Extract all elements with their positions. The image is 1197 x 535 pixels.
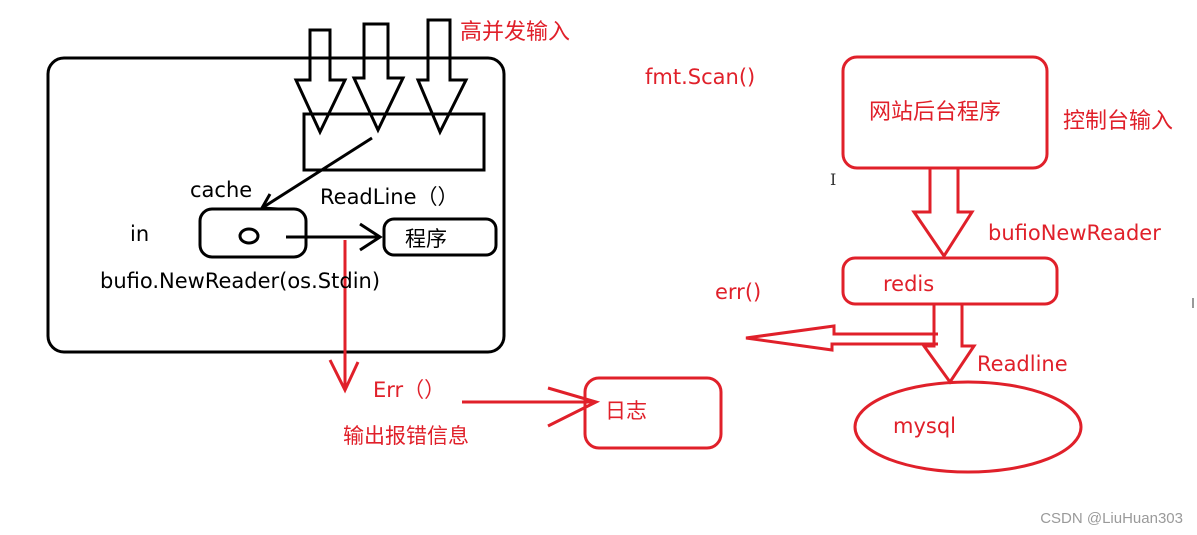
text-cursor-icon: I bbox=[830, 170, 837, 189]
input-arrow-1 bbox=[293, 28, 348, 136]
err-to-log-arrow bbox=[462, 386, 601, 428]
err-left-arrow bbox=[745, 324, 938, 352]
fmt-scan-label: fmt.Scan() bbox=[645, 65, 756, 89]
backend-to-redis-arrow bbox=[911, 166, 975, 259]
redis-box bbox=[841, 256, 1059, 306]
bufio-system-box bbox=[46, 56, 506, 354]
log-label: 日志 bbox=[605, 399, 647, 423]
backend-label: 网站后台程序 bbox=[869, 100, 1002, 125]
high-concurrency-input-label: 高并发输入 bbox=[460, 20, 571, 45]
mysql-ellipse bbox=[853, 380, 1083, 474]
log-box bbox=[583, 376, 723, 450]
err-call-label: Err（） bbox=[373, 378, 446, 402]
concurrent-input-arrows bbox=[293, 18, 469, 136]
output-error-info-label: 输出报错信息 bbox=[343, 424, 469, 448]
console-input-label: 控制台输入 bbox=[1063, 109, 1174, 134]
input-arrow-3 bbox=[415, 18, 469, 136]
err-down-arrow bbox=[328, 240, 360, 394]
input-arrow-2 bbox=[351, 22, 406, 134]
redis-to-mysql-arrow bbox=[921, 302, 977, 385]
cache-label: cache bbox=[190, 178, 253, 202]
bufio-newreader-stdin-label: bufio.NewReader(os.Stdin) bbox=[100, 269, 381, 293]
cache-box bbox=[198, 207, 308, 259]
cache-cursor-circle bbox=[238, 227, 260, 245]
cache-to-program-arrow bbox=[286, 222, 383, 252]
in-label: in bbox=[130, 222, 150, 246]
redis-label: redis bbox=[883, 272, 935, 296]
program-box bbox=[382, 217, 498, 257]
bufio-newreader-label: bufioNewReader bbox=[988, 221, 1161, 245]
mysql-label: mysql bbox=[893, 414, 956, 438]
program-label: 程序 bbox=[405, 227, 447, 251]
err-short-label: err() bbox=[715, 280, 762, 304]
buffer-box bbox=[302, 112, 486, 172]
readline-call-label: ReadLine（） bbox=[320, 185, 459, 209]
watermark: CSDN @LiuHuan303 bbox=[1040, 510, 1183, 527]
readline-label: Readline bbox=[977, 352, 1068, 376]
